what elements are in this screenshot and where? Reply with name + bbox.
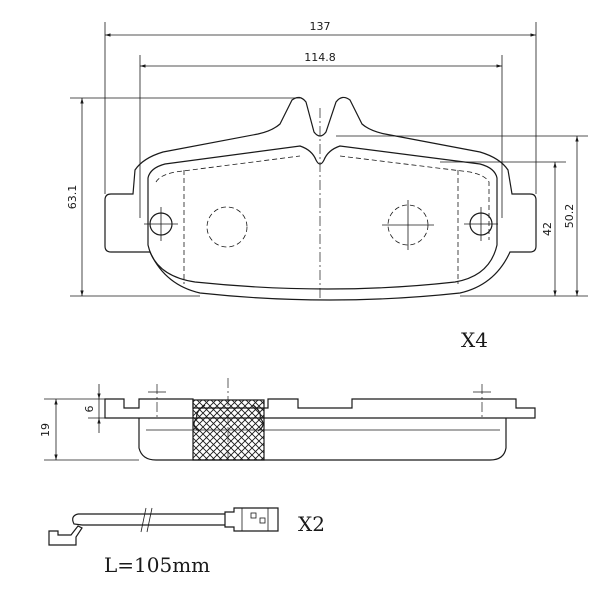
hatched-section-right-notch: [252, 404, 264, 432]
dim-label-137: 137: [310, 20, 331, 33]
wear-sensor: [48, 507, 279, 546]
dimension-hole-spacing: 114.8: [139, 51, 503, 218]
sensor-left-terminal: [48, 525, 83, 546]
left-pin-circle-dashed: [206, 206, 248, 248]
dimension-thickness: 19: [39, 398, 139, 461]
dimension-inner-height: 42: [440, 161, 566, 296]
dim-label-50-2: 50.2: [563, 204, 576, 229]
left-mounting-hole: [144, 207, 178, 241]
pad-quantity-label: X4: [461, 328, 488, 352]
friction-material-outline: [147, 145, 498, 290]
dim-label-19: 19: [39, 423, 52, 437]
sensor-quantity-label: X2: [298, 512, 325, 536]
dim-label-114-8: 114.8: [304, 51, 336, 64]
sensor-plug-body: [224, 507, 279, 532]
right-pin-circle: [382, 200, 434, 250]
pad-side-view: [104, 378, 536, 462]
pad-front-view: [104, 96, 537, 301]
backing-plate-outline: [104, 96, 537, 301]
dim-label-63-1: 63.1: [66, 185, 79, 210]
dim-label-42: 42: [541, 222, 554, 236]
dim-label-6: 6: [83, 406, 96, 413]
hatched-section-left-notch: [193, 404, 206, 432]
sensor-wire-bend: [72, 513, 83, 526]
inner-contour-dashed: [155, 155, 490, 240]
dimension-height-right: 50.2: [336, 135, 588, 297]
dimension-backing-plate: 6: [83, 384, 105, 433]
dimension-overall-width: 137: [104, 20, 537, 194]
right-mounting-hole: [464, 207, 498, 241]
sensor-length-label: L=105mm: [104, 553, 210, 577]
side-friction-block: [138, 418, 507, 461]
side-backing-plate: [104, 398, 536, 419]
hatched-section: [192, 399, 265, 461]
dimension-height-left: 63.1: [66, 97, 300, 297]
sensor-wire-break: [140, 507, 153, 533]
